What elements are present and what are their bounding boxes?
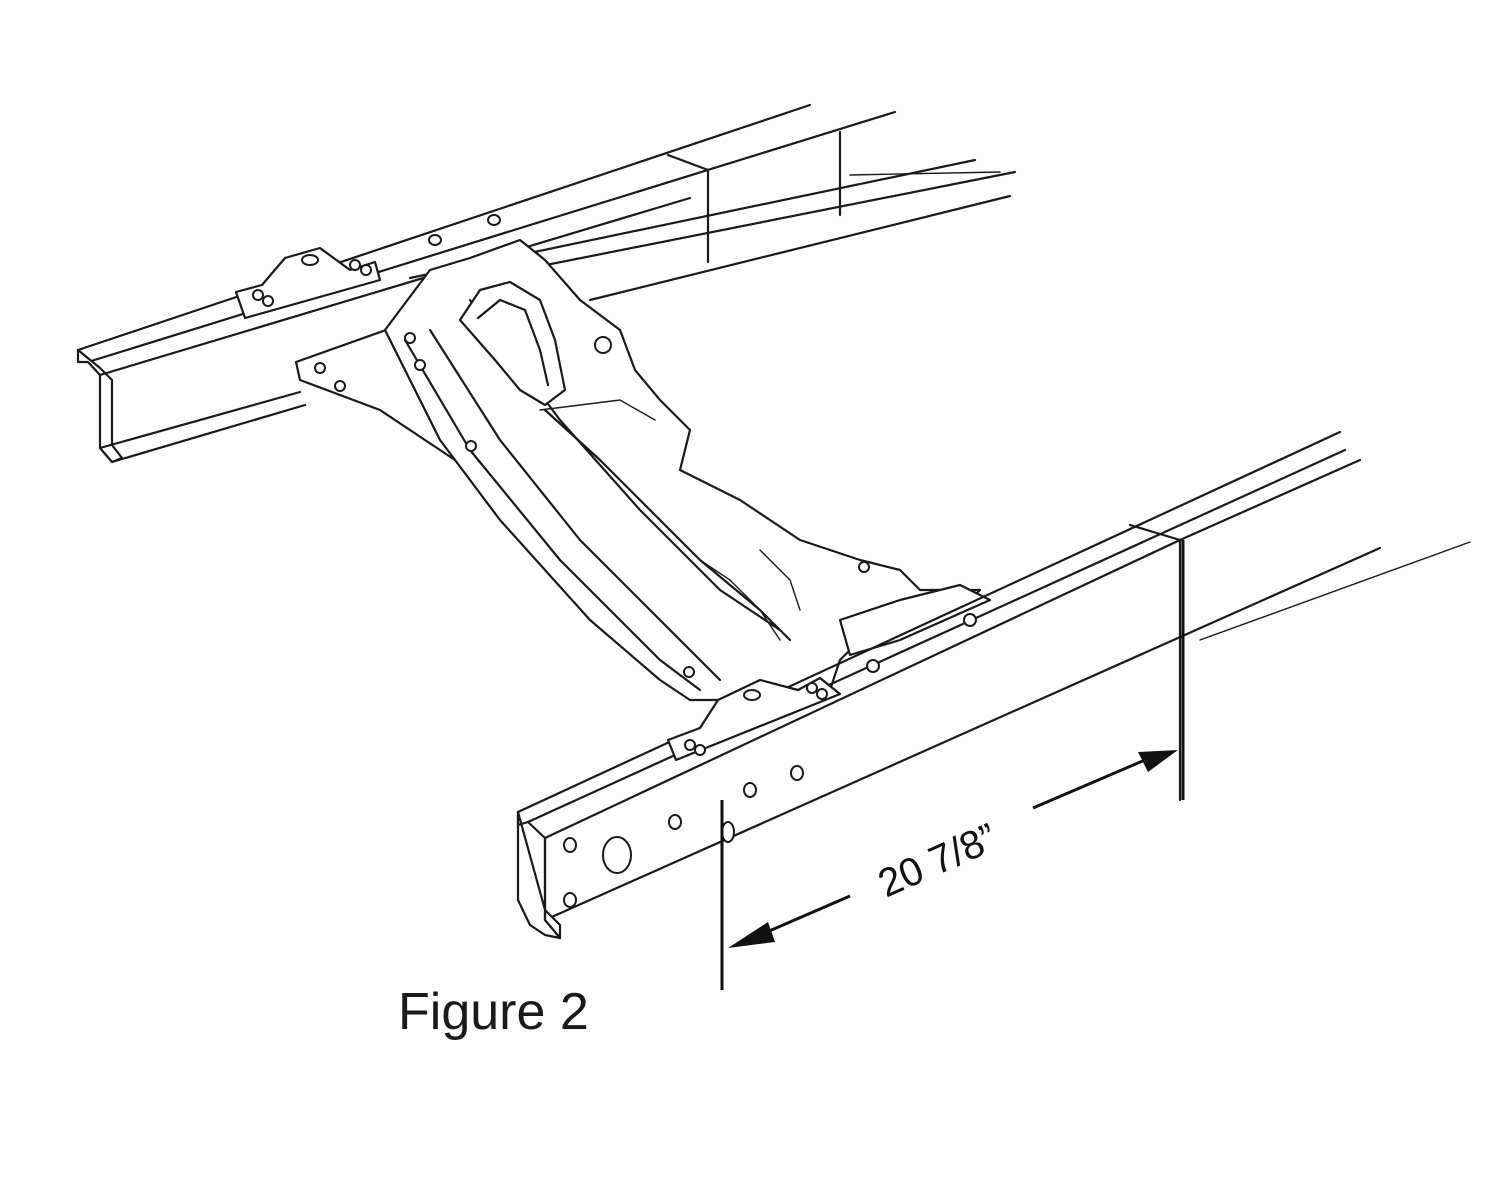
large-rail-hole: [602, 836, 632, 874]
arrowhead-right: [1138, 750, 1178, 772]
mount-bracket-lower: [666, 676, 842, 762]
near-frame-rail: [516, 430, 1471, 940]
bracket-hole: [301, 254, 319, 266]
gusset-left: [294, 323, 457, 462]
rail-hole: [487, 214, 501, 226]
lightening-hole: [458, 280, 567, 407]
figure-caption: Figure 2: [398, 983, 589, 1041]
dimension-arrow-right: [1032, 758, 1146, 810]
crossmember: [294, 238, 992, 702]
rail-hole: [428, 234, 442, 246]
dimension-arrow-left: [759, 894, 851, 937]
dimension-label: 20 7/8”: [872, 815, 1004, 906]
arrowhead-left: [728, 922, 775, 948]
